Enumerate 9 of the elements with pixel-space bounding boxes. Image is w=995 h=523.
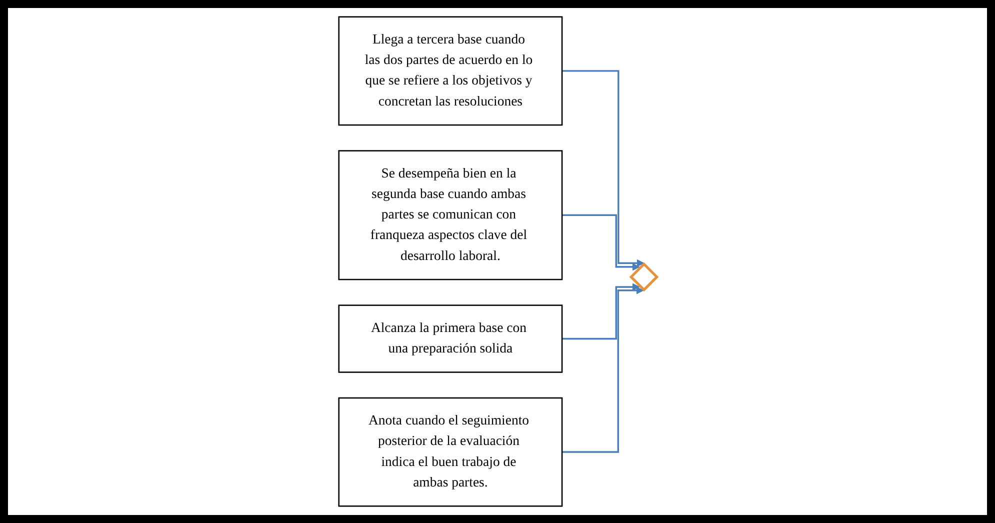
arrow: [562, 283, 640, 340]
node-box: Llega a tercera base cuando las dos partes de acuerdo en lo que se refiere a los objetivos y concretan las resoluciones: [338, 16, 562, 126]
node-box: Alcanza la primera base con una preparación solida: [338, 304, 562, 373]
arrow: [562, 70, 644, 267]
arrow: [562, 214, 640, 271]
node-box: Se desempeña bien en la segunda base cuando ambas partes se comunican con franqueza aspectos clave del desarrollo laboral.: [338, 150, 562, 280]
node-diamond: [628, 262, 658, 292]
arrow: [562, 286, 644, 453]
node-box: Anota cuando el seguimiento posterior de la evaluación indica el buen trabajo de ambas partes.: [338, 397, 562, 507]
